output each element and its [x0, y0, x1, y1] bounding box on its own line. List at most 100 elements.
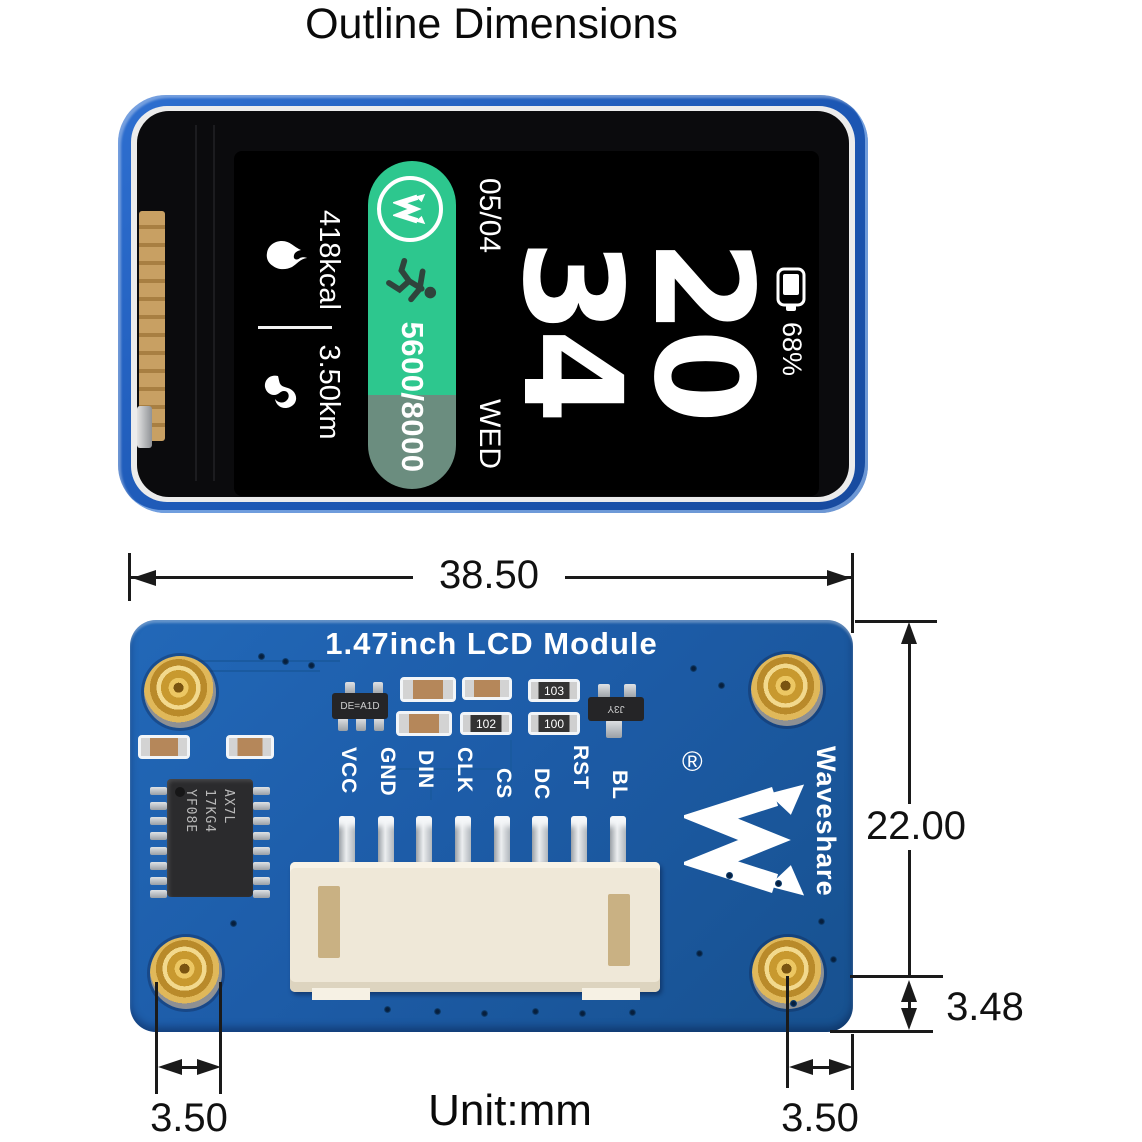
- date-row: 05/04 WED: [472, 151, 506, 496]
- time-hours: 20: [623, 239, 781, 419]
- lcd-module-front-photo: 68% 20 34 05/04 WED: [118, 95, 868, 513]
- ic-pin: [150, 877, 167, 885]
- connector-pin: [610, 816, 626, 874]
- jst-connector: [290, 862, 660, 1000]
- via: [775, 880, 782, 887]
- via: [726, 872, 733, 879]
- connector-pin: [455, 816, 471, 874]
- dimension-hole-bottom-value: 3.48: [936, 985, 1034, 1029]
- date-label: 05/04: [473, 178, 506, 254]
- via: [830, 956, 837, 963]
- waveshare-logo-badge: [377, 176, 443, 242]
- chip-pin: [598, 684, 610, 698]
- battery-icon: [777, 267, 806, 311]
- arrowhead-right-icon: [197, 1059, 221, 1075]
- dimension-line-350-left: [178, 1066, 200, 1069]
- dimension-line-height-upper: [908, 640, 911, 806]
- watch-face: 68% 20 34 05/04 WED: [234, 151, 819, 496]
- arrowhead-left-icon: [158, 1059, 182, 1075]
- regulator-chip: DE=A1D: [332, 693, 388, 719]
- pcb-trace: [210, 670, 320, 672]
- lcd-bezel: 68% 20 34 05/04 WED: [137, 111, 849, 497]
- pin-label-cs: CS: [492, 768, 515, 800]
- extension-line: [219, 982, 222, 1094]
- registered-trademark: ®: [682, 746, 703, 777]
- connector-foot: [582, 988, 640, 1000]
- arrowhead-up-icon: [901, 622, 917, 644]
- chip-pin: [345, 682, 355, 695]
- arrowhead-left-icon: [132, 570, 156, 586]
- pcb-trace: [510, 740, 512, 800]
- connector-foot: [312, 988, 370, 1000]
- smd-resistor: 100: [528, 712, 580, 735]
- waveshare-logo-icon: [679, 774, 808, 906]
- fpc-ribbon: [139, 211, 165, 441]
- extension-line-left: [128, 553, 131, 601]
- calories-label: 418kcal: [313, 210, 345, 310]
- ic-pin: [150, 832, 167, 840]
- smd-resistor: 103: [528, 679, 580, 702]
- connector-pin: [339, 816, 355, 874]
- dimension-line-height-lower: [908, 850, 911, 976]
- via: [308, 662, 315, 669]
- transistor-chip: J3Y: [588, 697, 644, 721]
- battery-status: 68%: [776, 267, 807, 376]
- mounting-standoff-top-right: [751, 654, 823, 726]
- dimension-width-value: 38.50: [413, 553, 565, 597]
- chip-pin: [373, 682, 383, 695]
- mounting-standoff-top-left: [144, 656, 216, 728]
- connector-slot: [608, 894, 630, 966]
- pcb-trace: [380, 768, 500, 770]
- ic-pin: [253, 817, 270, 825]
- distance-label: 3.50km: [313, 344, 345, 440]
- pin-label-gnd: GND: [376, 747, 399, 797]
- via: [282, 658, 289, 665]
- connector-slot: [318, 886, 340, 958]
- arrowhead-right-icon: [829, 1059, 853, 1075]
- via: [230, 920, 237, 927]
- flame-icon: [266, 241, 307, 270]
- via: [532, 1008, 539, 1015]
- connector-pin: [532, 816, 548, 874]
- ic-pin: [150, 802, 167, 810]
- ic-pin: [253, 847, 270, 855]
- pin-label-rst: RST: [569, 745, 592, 790]
- connector-pin: [378, 816, 394, 874]
- ic-marking-line: YF08E: [183, 789, 198, 834]
- pcb-trace: [430, 750, 432, 800]
- regulator-marking: DE=A1D: [340, 700, 380, 712]
- pcb-trace: [190, 660, 340, 662]
- extension-line-hole-center: [850, 975, 943, 978]
- pin1-dot: [175, 787, 185, 797]
- smd-capacitor: [396, 711, 452, 736]
- fpc-metal-clip: [137, 406, 152, 448]
- steps-progress-pill: 5600/8000: [368, 161, 456, 489]
- pin-label-din: DIN: [414, 750, 437, 790]
- ic-pin: [150, 890, 167, 898]
- ic-marking-line: AX7L: [221, 789, 236, 825]
- ic-pin: [253, 787, 270, 795]
- chip-pin: [606, 720, 622, 738]
- via: [696, 950, 703, 957]
- smd-capacitor: [226, 735, 274, 759]
- via: [481, 1010, 488, 1017]
- bezel-seam: [195, 125, 197, 481]
- waveshare-logo-icon: [393, 193, 426, 225]
- resistor-marking: 102: [463, 715, 509, 732]
- arrowhead-right-icon: [827, 570, 851, 586]
- transistor-marking: J3Y: [607, 703, 625, 715]
- via: [790, 1000, 797, 1007]
- pin-label-clk: CLK: [453, 747, 476, 794]
- pcb-title: 1.47inch LCD Module: [325, 626, 658, 661]
- dimension-height-value: 22.00: [858, 804, 974, 848]
- page-title: Outline Dimensions: [305, 0, 678, 48]
- via: [434, 1008, 441, 1015]
- driver-ic: YF08E 17KG4 AX7L: [167, 779, 253, 897]
- extension-line: [786, 976, 789, 1088]
- ic-pin: [150, 862, 167, 870]
- via: [629, 1009, 636, 1016]
- ic-pin: [150, 787, 167, 795]
- resistor-marking: 103: [531, 682, 577, 699]
- route-icon: [264, 375, 297, 408]
- smd-resistor: 102: [460, 712, 512, 735]
